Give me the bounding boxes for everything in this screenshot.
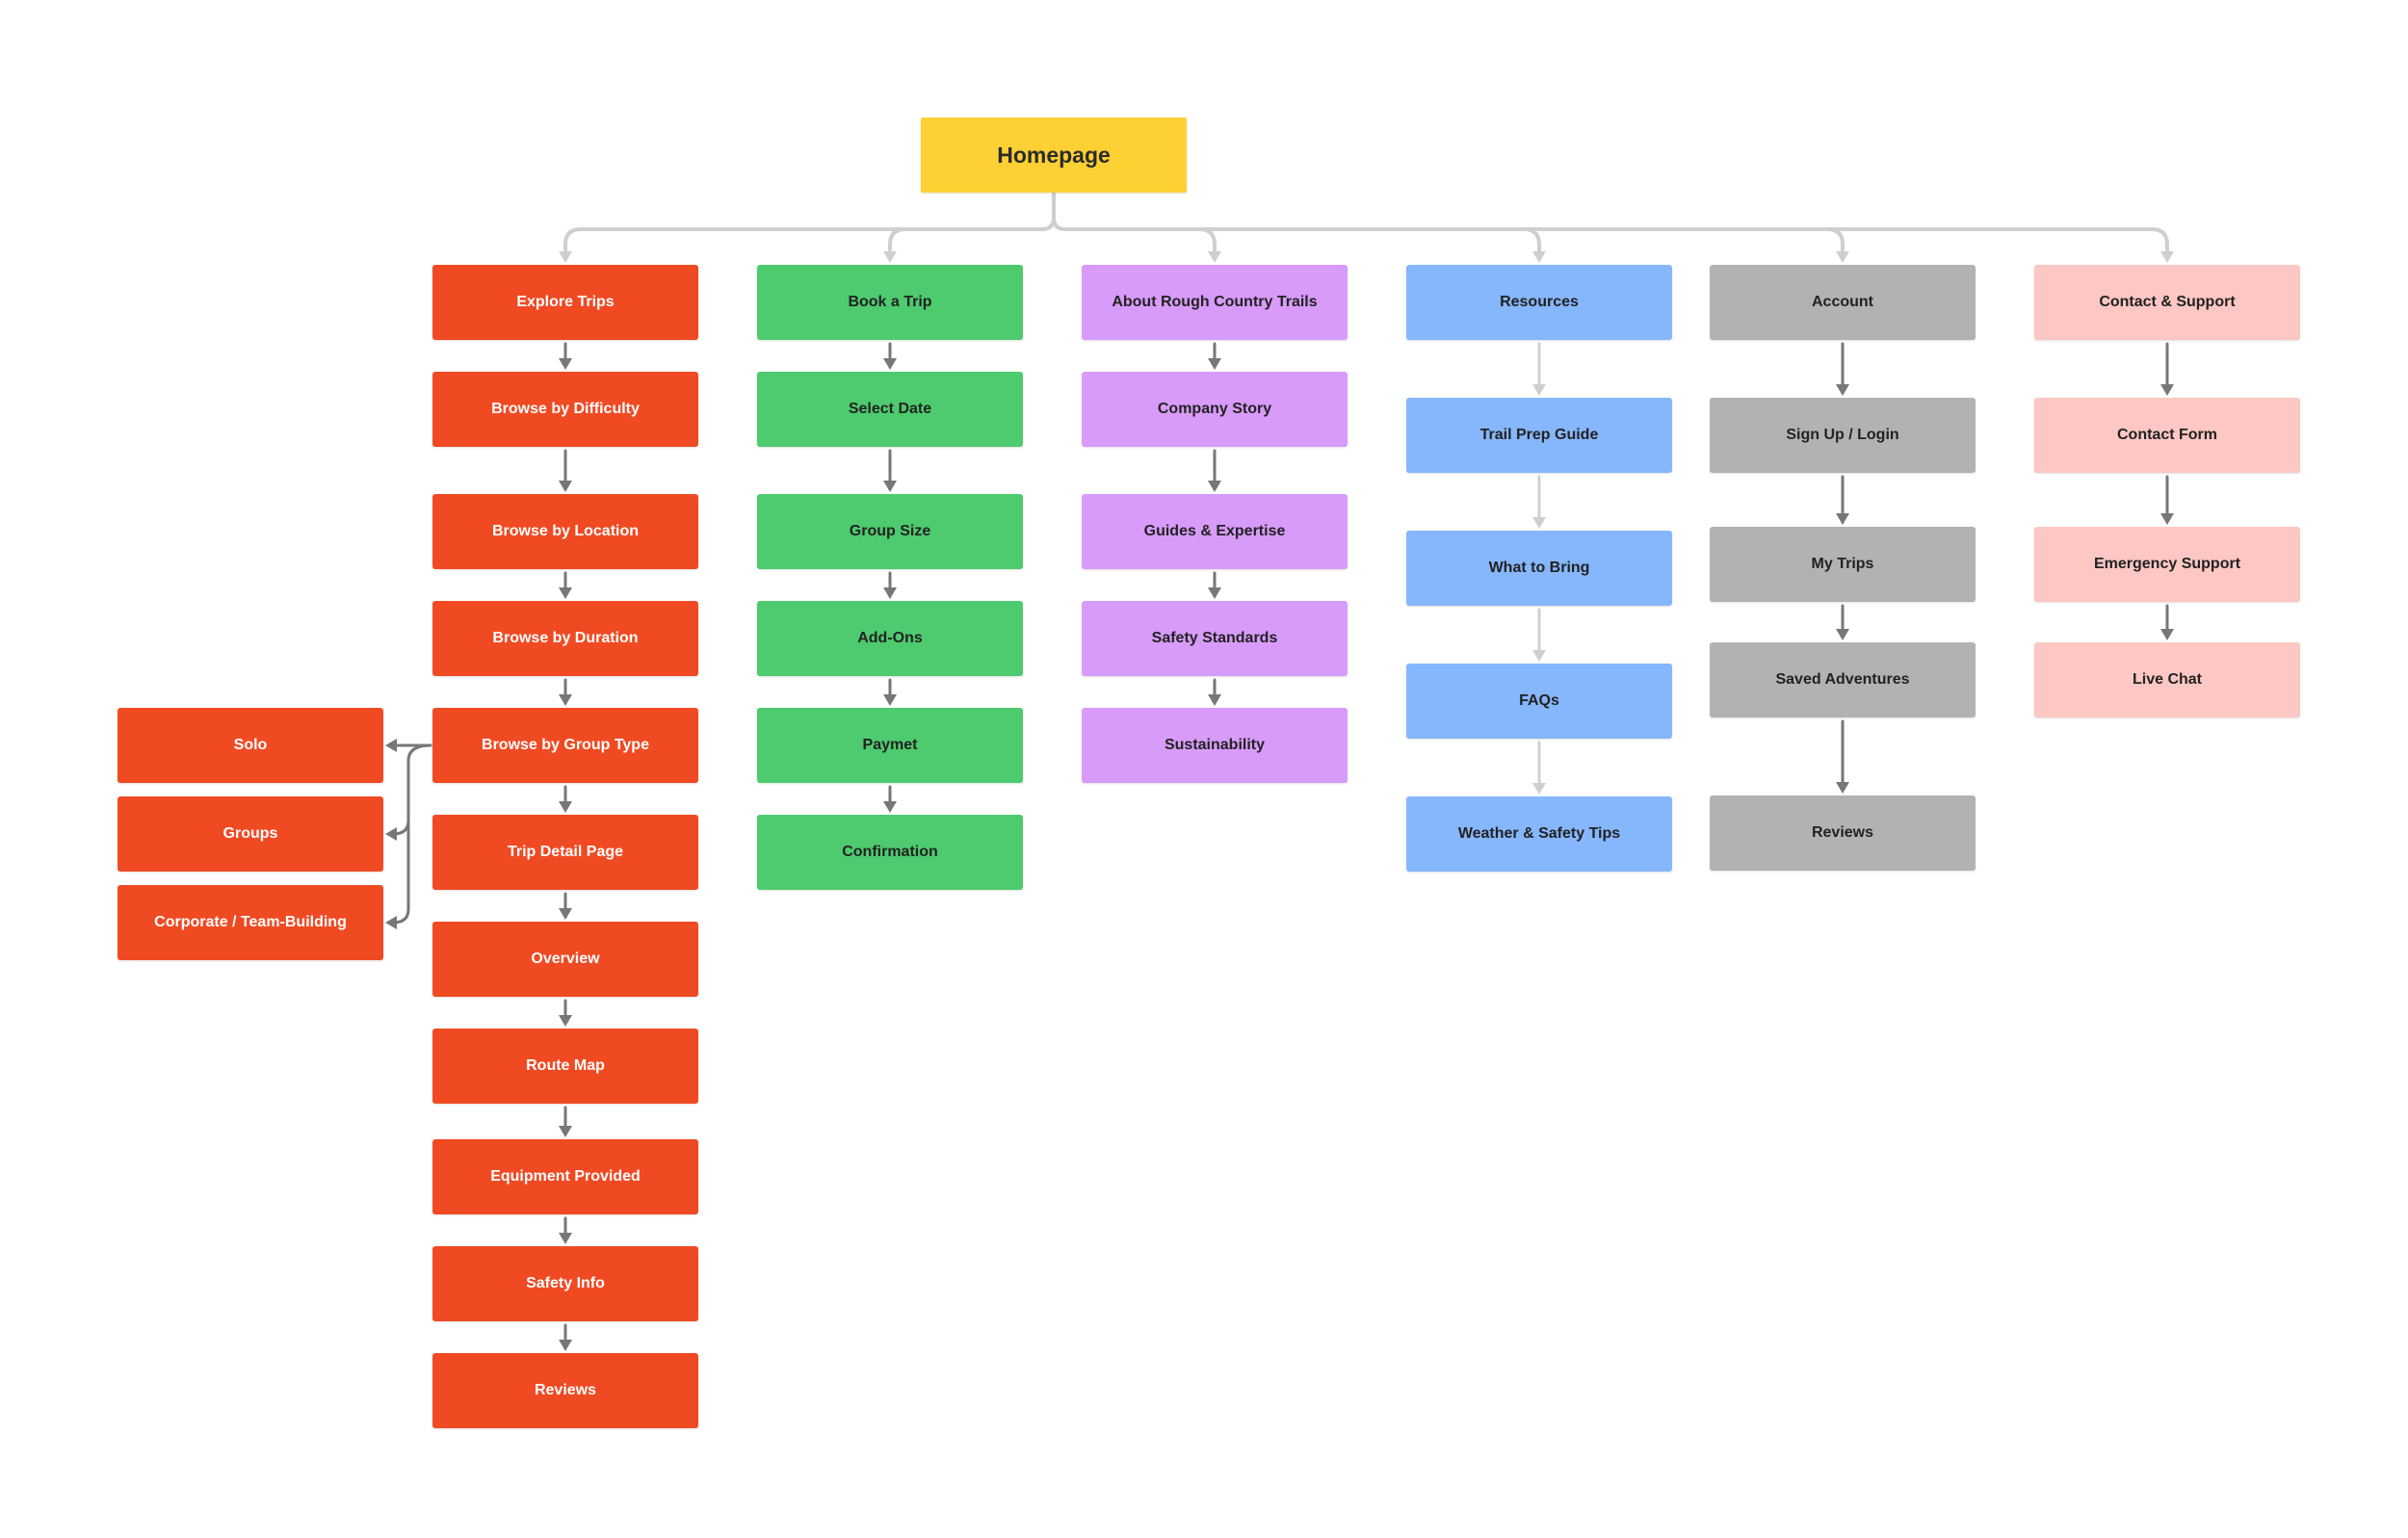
sustainability-node[interactable]: Sustainability — [1082, 708, 1348, 783]
explore-flow-arrow — [559, 587, 572, 599]
about-flow-arrow — [1208, 358, 1221, 370]
contact-flow-arrow — [2160, 384, 2174, 396]
safety-info-node[interactable]: Safety Info — [432, 1246, 698, 1321]
groups-node[interactable]: Groups — [118, 796, 383, 872]
book-flow-arrow — [883, 481, 897, 492]
company-story-node[interactable]: Company Story — [1082, 372, 1348, 447]
top-level-connector — [563, 227, 1044, 254]
book-flow-arrow — [883, 801, 897, 813]
about-flow-arrow — [1208, 694, 1221, 706]
faqs-node[interactable]: FAQs — [1406, 664, 1672, 739]
solo-node[interactable]: Solo — [118, 708, 383, 783]
explore-flow-arrow — [559, 801, 572, 813]
group-type-connector — [391, 743, 432, 836]
book-a-trip-node[interactable]: Book a Trip — [757, 265, 1023, 340]
emergency-support-node[interactable]: Emergency Support — [2034, 527, 2300, 602]
group-type-arrow — [385, 827, 397, 841]
resources-flow-arrow — [1532, 517, 1546, 529]
top-level-arrow — [1836, 251, 1849, 263]
top-level-arrow — [883, 251, 897, 263]
top-level-connector — [1063, 227, 1845, 254]
contact-support-node[interactable]: Contact & Support — [2034, 265, 2300, 340]
explore-flow-arrow — [559, 908, 572, 920]
browse-by-duration-node[interactable]: Browse by Duration — [432, 601, 698, 676]
what-to-bring-node[interactable]: What to Bring — [1406, 531, 1672, 606]
contact-flow-arrow — [2160, 629, 2174, 640]
my-trips-node[interactable]: My Trips — [1710, 527, 1976, 602]
corporate-team-building-node[interactable]: Corporate / Team-Building — [118, 885, 383, 960]
route-map-node[interactable]: Route Map — [432, 1029, 698, 1104]
top-level-connector — [1063, 227, 1217, 254]
resources-flow-arrow — [1532, 384, 1546, 396]
book-flow-arrow — [883, 358, 897, 370]
homepage-node[interactable]: Homepage — [921, 117, 1187, 193]
contact-flow-arrow — [2160, 513, 2174, 525]
account-reviews-node[interactable]: Reviews — [1710, 795, 1976, 871]
trip-reviews-node[interactable]: Reviews — [432, 1353, 698, 1428]
about-rough-country-trails-node[interactable]: About Rough Country Trails — [1082, 265, 1348, 340]
overview-node[interactable]: Overview — [432, 922, 698, 997]
group-type-arrow — [385, 916, 397, 929]
saved-adventures-node[interactable]: Saved Adventures — [1710, 642, 1976, 717]
equipment-provided-node[interactable]: Equipment Provided — [432, 1139, 698, 1214]
confirmation-node[interactable]: Confirmation — [757, 815, 1023, 890]
group-size-node[interactable]: Group Size — [757, 494, 1023, 569]
weather-safety-tips-node[interactable]: Weather & Safety Tips — [1406, 796, 1672, 872]
explore-flow-arrow — [559, 694, 572, 706]
account-node[interactable]: Account — [1710, 265, 1976, 340]
sign-up-login-node[interactable]: Sign Up / Login — [1710, 398, 1976, 473]
about-flow-arrow — [1208, 587, 1221, 599]
trip-detail-page-node[interactable]: Trip Detail Page — [432, 815, 698, 890]
explore-flow-arrow — [559, 1233, 572, 1244]
top-level-connector — [1063, 227, 1541, 254]
safety-standards-node[interactable]: Safety Standards — [1082, 601, 1348, 676]
resources-flow-arrow — [1532, 650, 1546, 662]
book-flow-arrow — [883, 694, 897, 706]
explore-trips-node[interactable]: Explore Trips — [432, 265, 698, 340]
root-stem-connector — [1040, 191, 1056, 231]
explore-flow-arrow — [559, 1340, 572, 1351]
contact-form-node[interactable]: Contact Form — [2034, 398, 2300, 473]
top-level-arrow — [1532, 251, 1546, 263]
group-type-arrow — [385, 739, 397, 752]
add-ons-node[interactable]: Add-Ons — [757, 601, 1023, 676]
account-flow-arrow — [1836, 629, 1849, 640]
browse-by-difficulty-node[interactable]: Browse by Difficulty — [432, 372, 698, 447]
top-level-arrow — [2160, 251, 2174, 263]
select-date-node[interactable]: Select Date — [757, 372, 1023, 447]
group-type-connector — [391, 819, 410, 925]
live-chat-node[interactable]: Live Chat — [2034, 642, 2300, 717]
trail-prep-guide-node[interactable]: Trail Prep Guide — [1406, 398, 1672, 473]
resources-flow-arrow — [1532, 783, 1546, 795]
book-flow-arrow — [883, 587, 897, 599]
explore-flow-arrow — [559, 481, 572, 492]
account-flow-arrow — [1836, 384, 1849, 396]
browse-by-location-node[interactable]: Browse by Location — [432, 494, 698, 569]
explore-flow-arrow — [559, 1126, 572, 1137]
root-stem-connector — [1052, 216, 1067, 231]
explore-flow-arrow — [559, 1015, 572, 1027]
account-flow-arrow — [1836, 782, 1849, 794]
explore-flow-arrow — [559, 358, 572, 370]
top-level-connector — [1063, 227, 2169, 254]
payment-node[interactable]: Paymet — [757, 708, 1023, 783]
resources-node[interactable]: Resources — [1406, 265, 1672, 340]
top-level-arrow — [559, 251, 572, 263]
browse-by-group-type-node[interactable]: Browse by Group Type — [432, 708, 698, 783]
top-level-connector — [888, 227, 1044, 254]
about-flow-arrow — [1208, 481, 1221, 492]
account-flow-arrow — [1836, 513, 1849, 525]
top-level-arrow — [1208, 251, 1221, 263]
guides-expertise-node[interactable]: Guides & Expertise — [1082, 494, 1348, 569]
